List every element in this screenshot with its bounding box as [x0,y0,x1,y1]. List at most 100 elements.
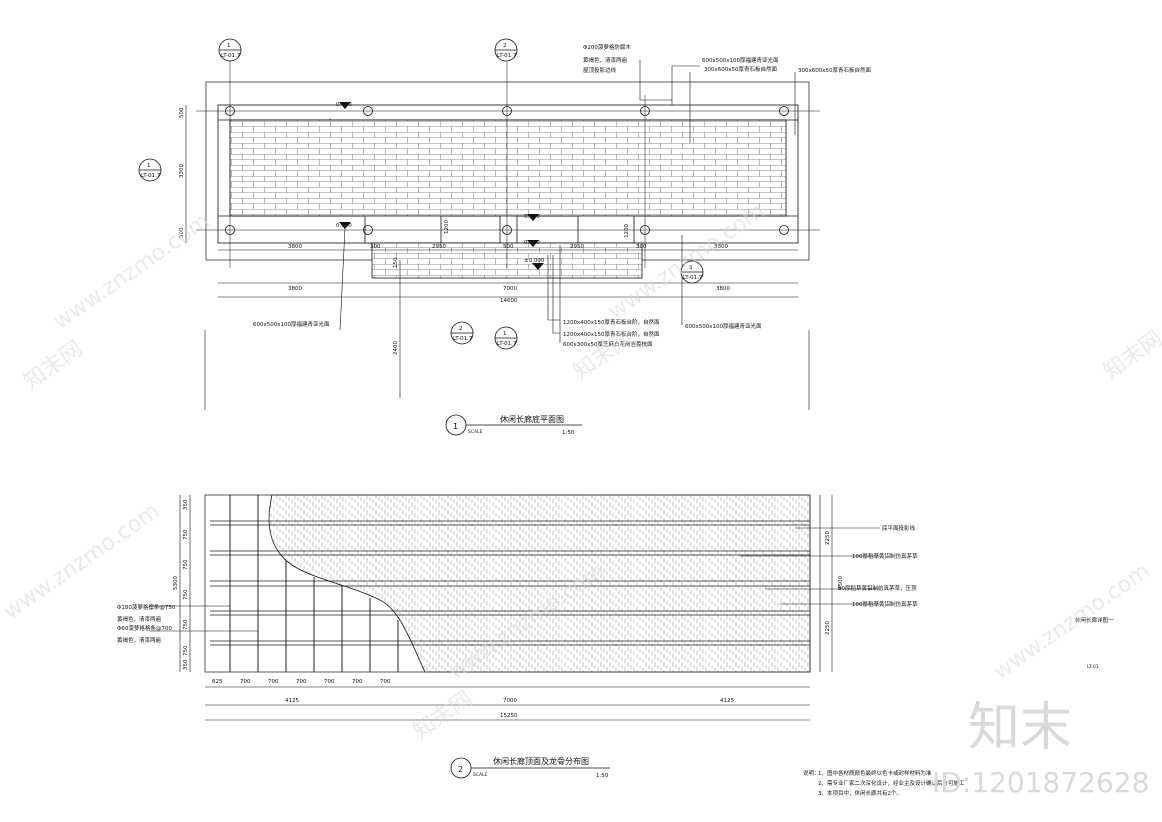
detail-label: 休闲长廊详图一 [1075,616,1114,624]
roof-dimension-lines [179,495,833,721]
callout-3-num: 1 [147,163,151,169]
plan-view [185,60,820,410]
callout-4-num: 3 [689,265,693,271]
annot-beam-a: Φ180菠萝格檩条@750 [117,603,176,611]
roof-dim-m2: 7000 [503,698,517,704]
title-markers [445,414,610,779]
note-3: 3、本项目中，休闲长廊共有2个。 [818,789,902,797]
level-1: 0.750 [336,102,352,108]
callout-2-ref: LT-01.7 [497,53,517,59]
annot-post-timber: Φ200菠萝格防腐木 [583,43,631,51]
note-2: 2、需专业厂家二次深化设计，经业主及设计确认后方可施工 [818,779,965,787]
rafters [229,495,399,672]
wm-cn-3: 知末网 [409,687,477,745]
annot-edge-line: 底平面投影线 [882,524,916,532]
roof-dim-l5: 750 [183,619,189,630]
centerlines [196,60,820,268]
dim-top-6: 300 [636,244,647,250]
callout-5-ref: LT-01.7 [453,336,473,342]
annot-step-a: 1200x400x150厚青石板台阶，自然面 [563,318,660,326]
id-label: ID:1201872628 [932,766,1149,799]
annot-stone-right: 300x600x50厚青石板自然面 [798,66,872,74]
level-2: 0.750 [336,223,352,229]
annot-stone-bottom-left: 600x500x100厚福建青亚光面 [253,320,330,328]
notes-label: 说明： [803,769,820,777]
dim-top-7: 3800 [714,244,728,250]
annot-stone-top-b: 300x600x50厚青石板自然面 [704,65,778,73]
roof-title: 休闲长廊顶面及龙骨分布图 [493,756,589,766]
paving-area [229,119,787,217]
wm-site-1: www.znzmo.com [49,209,214,335]
level-markers [339,102,544,270]
roof-dim-left-total: 5300 [173,576,179,590]
note-1: 1、图中各材质颜色最终以色卡或封样材料为准 [818,769,932,777]
roof-dim-total: 15250 [500,713,518,719]
dim-vert-1: 1200 [444,220,450,234]
dim-total: 14600 [500,298,518,304]
detail-code: LT-01 [1087,664,1099,670]
roof-dim-b6: 700 [352,679,363,685]
level-3: 0.300 [524,214,540,220]
annot-edge: 600x300x50厚芝麻白花岗岩荔枝面 [563,340,653,348]
thatch-area [268,494,811,673]
roof-dim-b2: 700 [240,679,251,685]
callout-3-ref: LT-01.7 [141,173,161,179]
roof-dim-m1: 4125 [285,698,299,704]
step-right [577,215,635,244]
entrance-depth: 2400 [393,341,399,355]
roof-dim-l2: 750 [183,529,189,540]
wm-cn-4: 知末网 [1099,327,1162,385]
annot-thatch-b: 50厚稻草黄铝制仿真茅草，压顶 [838,584,917,592]
roof-dim-b1: 625 [212,679,223,685]
annot-roof-line: 屋顶投影边线 [583,66,617,74]
dim-entrance: 150 [393,257,399,268]
roof-view [150,494,880,721]
annot-stone-top-a: 600x500x100厚福建青亚光面 [702,56,779,64]
plan-number: 1 [453,422,458,431]
dim-top-2: 300 [370,244,381,250]
brand-logo: 知末 [968,698,1072,758]
annot-stone-bottom-right: 600x500x100厚福建青亚光面 [685,322,762,330]
dimension-lines [185,105,810,410]
dim-top-5: 2950 [570,244,584,250]
callout-2-num: 2 [503,43,507,49]
callout-4-ref: LT-01.7 [683,275,703,281]
wm-cn-1: 知末网 [19,337,87,395]
roof-dim-b3: 700 [268,679,279,685]
roof-dim-l3: 750 [183,559,189,570]
annot-thatch-a: 100厚稻草黄铝制仿真茅草 [852,552,918,560]
roof-dim-b7: 700 [380,679,391,685]
section-callouts [138,38,704,350]
annot-post-finish: 黄褐色，清漆两遍 [583,56,628,64]
dim-top-4: 500 [503,244,514,250]
roof-dim-r1: 2250 [825,531,831,545]
callout-1-ref: LT-01.7 [221,53,241,59]
roof-dim-l6: 750 [183,645,189,656]
dim-left-2: 3300 [179,164,185,178]
roof-dim-b5: 700 [324,679,335,685]
annot-thatch-c: 100厚稻草黄铝制仿真茅草 [852,600,918,608]
annot-beam-a-finish: 黄褐色，清漆两遍 [117,615,162,623]
dim-top-3: 2950 [432,244,446,250]
level-4: 0.150 [524,240,540,246]
callout-6-num: 1 [503,331,507,337]
dim-mid-2: 7000 [503,286,517,292]
dim-vert-2: 1200 [624,224,630,238]
annot-beam-b-finish: 黄褐色，清漆两遍 [117,636,162,644]
roof-scale-word: SCALE [473,772,488,778]
roof-number: 2 [458,765,463,774]
callout-1-num: 1 [227,43,231,49]
roof-dim-l4: 750 [183,589,189,600]
roof-scale: 1:50 [596,773,609,779]
dim-left-3: 500 [179,227,185,238]
annot-step-b: 1200x400x150厚青石板台阶，自然面 [563,330,660,338]
roof-dim-right-total: 4500 [838,576,844,590]
purlins [210,520,810,646]
plan-scale: 1:50 [562,430,575,436]
plan-title: 休闲长廊底平面图 [500,414,564,424]
callout-6-ref: LT-01.7 [497,341,517,347]
roof-dim-m3: 4125 [720,698,734,704]
dim-mid-1: 3800 [288,286,302,292]
dim-mid-3: 3800 [716,286,730,292]
